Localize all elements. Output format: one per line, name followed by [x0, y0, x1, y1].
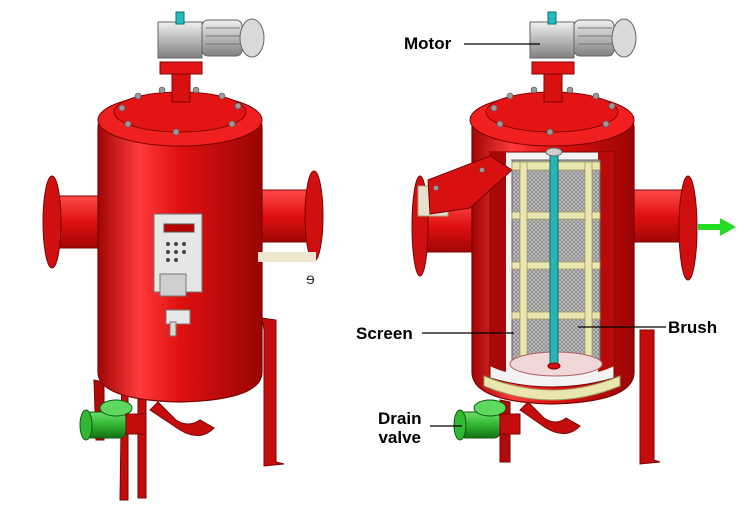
left-motor-assembly — [157, 11, 265, 103]
drain-label-line1: Drain — [378, 409, 422, 428]
right-motor-assembly — [529, 11, 637, 103]
drain-valve-label: Drain valve — [378, 409, 421, 447]
left-drain-valve — [79, 399, 147, 441]
screen-label: Screen — [356, 324, 413, 343]
left-inlet-pipe — [42, 175, 105, 269]
outlet-flow-arrow-icon — [698, 218, 736, 236]
right-drain-valve — [453, 399, 521, 441]
brush-shaft — [545, 147, 563, 370]
drain-label-line2: valve — [378, 428, 421, 447]
leader-lines — [422, 43, 666, 427]
stray-shape — [258, 252, 316, 262]
right-filter-cutaway — [411, 11, 736, 465]
control-panel — [153, 213, 203, 337]
right-outlet-pipe — [631, 175, 698, 281]
stray-glyph: ɘ — [306, 271, 315, 288]
left-filter-exterior — [42, 11, 324, 501]
brush-label: Brush — [668, 318, 718, 337]
left-outlet-pipe — [257, 170, 324, 262]
motor-label: Motor — [404, 34, 452, 53]
